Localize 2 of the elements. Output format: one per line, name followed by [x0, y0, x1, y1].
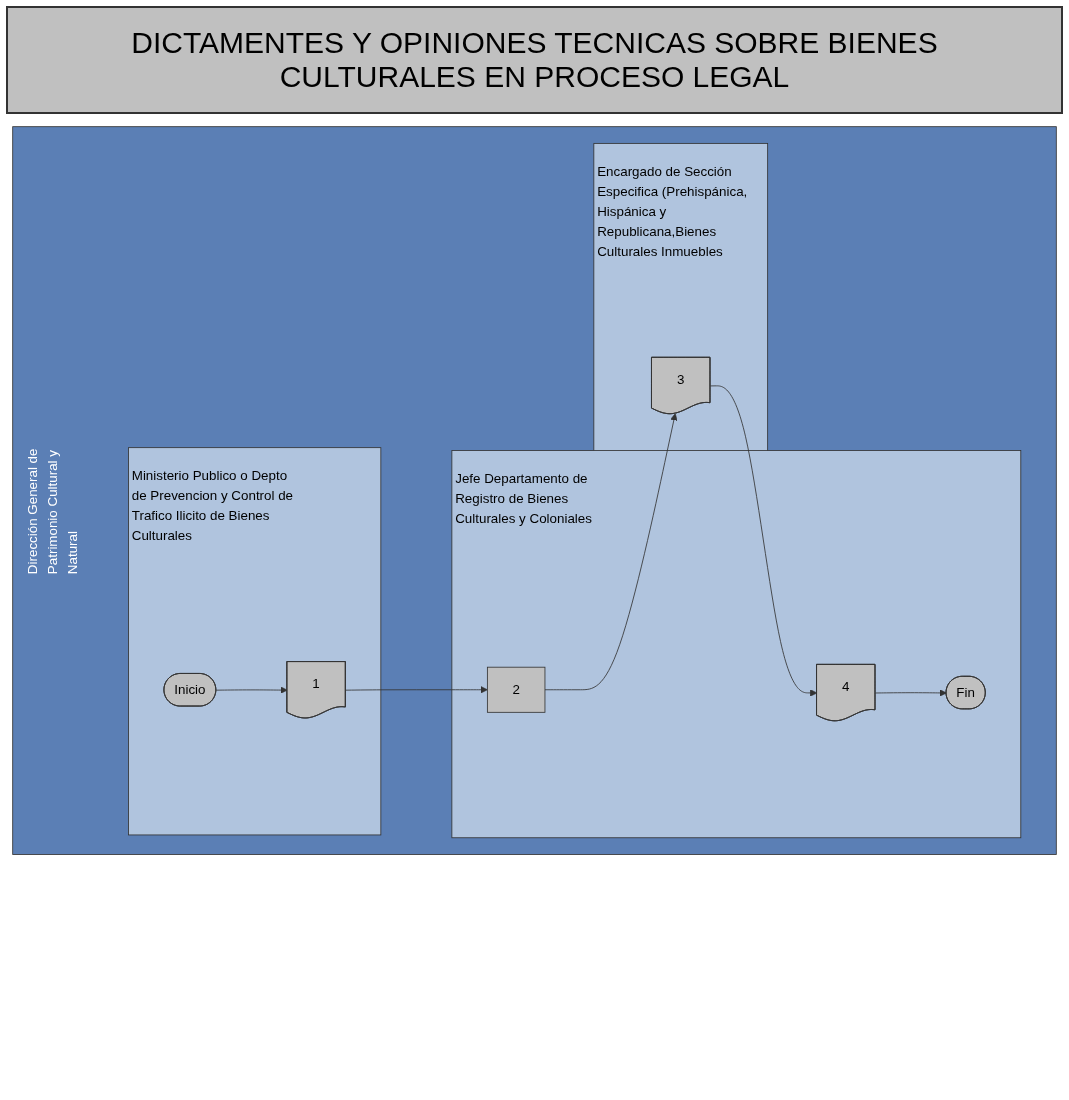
node-box: 2 — [486, 666, 546, 713]
diagram-title: DICTAMENTES Y OPINIONES TECNICAS SOBRE BIENES CULTURALES EN PROCESO LEGAL — [6, 6, 1063, 114]
